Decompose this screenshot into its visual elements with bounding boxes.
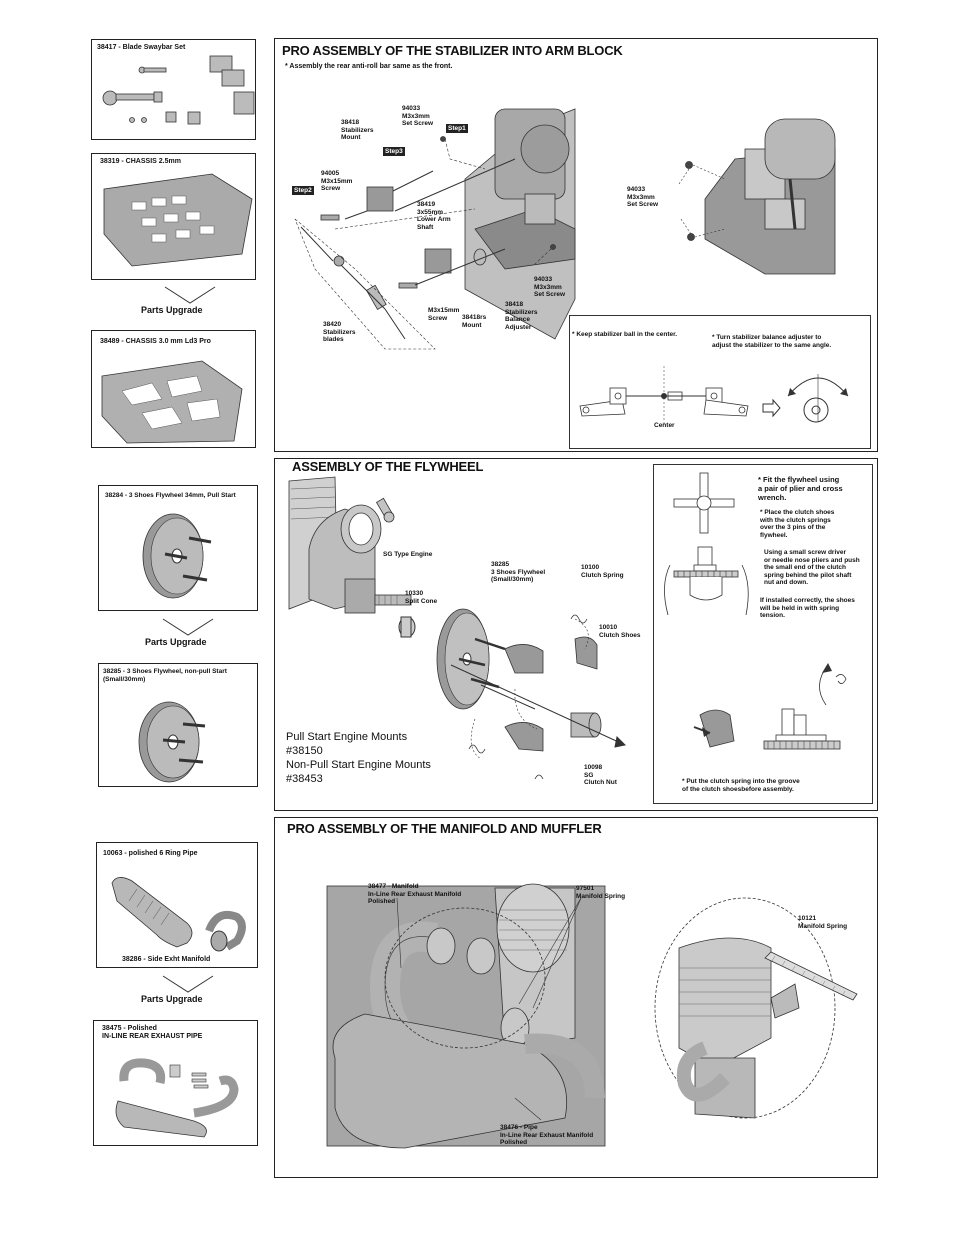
flywheel-illustration <box>288 476 627 780</box>
label-94005: 94005 M3x15mm Screw <box>321 170 353 192</box>
label-38418rs: 38418rs Mount <box>462 314 487 329</box>
stabilizer-title: PRO ASSEMBLY OF THE STABILIZER INTO ARM … <box>282 43 623 58</box>
pipe6-illustration <box>111 877 246 952</box>
step3-badge: Step3 <box>383 147 405 156</box>
turn-note: * Turn stabilizer balance adjuster to ad… <box>712 334 832 349</box>
label-38419: 38419 3x55mm Lower Arm Shaft <box>417 201 451 231</box>
chassis30-illustration <box>101 360 243 444</box>
pipe-38476-label: 38476 - Pipe In-Line Rear Exhaust Manifo… <box>500 1124 594 1146</box>
label-38418-mount: 38418 Stabilizers Mount <box>341 119 374 141</box>
chassis30-box: 38489 - CHASSIS 3.0 mm Ld3 Pro <box>91 330 256 448</box>
chassis30-label: 38489 - CHASSIS 3.0 mm Ld3 Pro <box>100 338 211 345</box>
split-cone-label: 10330 Split Cone <box>405 590 438 605</box>
swaybar-illustration <box>102 55 255 125</box>
pipe6-label: 10063 - polished 6 Ring Pipe <box>103 850 198 857</box>
inline-box: 38475 - Polished IN-LINE REAR EXHAUST PI… <box>93 1020 258 1146</box>
place-note: * Place the clutch shoes with the clutch… <box>760 509 835 539</box>
flywheel-detail-illustration <box>664 472 847 750</box>
keep-note: * Keep stabilizer ball in the center. <box>572 331 678 338</box>
manifold-38477-label: 38477 - Manifold In-Line Rear Exhaust Ma… <box>368 883 462 905</box>
label-94033-b: 94033 M3x3mm Set Screw <box>534 276 566 298</box>
swaybar-label: 38417 - Blade Swaybar Set <box>97 44 186 51</box>
label-38420: 38420 Stabilizers blades <box>323 321 356 343</box>
flywheel34-box: 38284 - 3 Shoes Flywheel 34mm, Pull Star… <box>98 485 258 611</box>
parts-upgrade-2: Parts Upgrade <box>145 637 207 647</box>
put-note: * Put the clutch spring into the groove … <box>682 778 800 793</box>
manifold-section: PRO ASSEMBLY OF THE MANIFOLD AND MUFFLER <box>274 817 878 1178</box>
manifold-illustration <box>326 883 858 1149</box>
label-94033-c: 94033 M3x3mm Set Screw <box>627 186 659 208</box>
chassis25-label: 38319 - CHASSIS 2.5mm <box>100 158 181 165</box>
clutch-nut-label: 10098 SG Clutch Nut <box>584 764 617 786</box>
spring-97501-label: 97501 Manifold Spring <box>576 885 626 900</box>
center-label: Center <box>654 422 675 429</box>
inline-label: 38475 - Polished IN-LINE REAR EXHAUST PI… <box>102 1025 203 1040</box>
fit-note: * Fit the flywheel using a pair of plier… <box>758 475 843 502</box>
using-note: Using a small screw driver or needle nos… <box>764 549 860 586</box>
sg-engine-label: SG Type Engine <box>383 551 433 558</box>
swaybar-box: 38417 - Blade Swaybar Set <box>91 39 256 140</box>
inline-illustration <box>115 1058 239 1138</box>
installed-note: If installed correctly, the shoes will b… <box>760 597 855 619</box>
stabilizer-illustration <box>294 108 836 350</box>
flywheelnp-label: 38285 - 3 Shoes Flywheel, non-pull Start… <box>103 668 227 683</box>
sidemanifold-label: 38286 - Side Exht Manifold <box>122 956 211 963</box>
step1-badge: Step1 <box>446 124 468 133</box>
flywheel-detail-box: * Fit the flywheel using a pair of plier… <box>653 464 873 804</box>
engine-mounts-text: Pull Start Engine Mounts #38150 Non-Pull… <box>286 731 431 785</box>
stabilizer-section: PRO ASSEMBLY OF THE STABILIZER INTO ARM … <box>274 38 878 452</box>
stabilizer-detail-box: * Keep stabilizer ball in the center. * … <box>569 315 871 449</box>
flywheelnp-box: 38285 - 3 Shoes Flywheel, non-pull Start… <box>98 663 258 787</box>
spring-10121-label: 10121 Manifold Spring <box>798 915 848 930</box>
label-38418-adjuster: 38418 Stabilizers Balance Adjuster <box>505 301 538 331</box>
flywheel34-illustration <box>142 513 212 599</box>
label-94033-a: 94033 M3x3mm Set Screw <box>402 105 434 127</box>
chassis25-illustration <box>103 173 253 267</box>
flywheel-section: ASSEMBLY OF THE FLYWHEEL <box>274 458 878 811</box>
clutch-spring-label: 10100 Clutch Spring <box>581 564 624 579</box>
manifold-title: PRO ASSEMBLY OF THE MANIFOLD AND MUFFLER <box>287 821 602 836</box>
pipe6-box: 10063 - polished 6 Ring Pipe 38286 - Sid… <box>96 842 258 968</box>
chassis25-box: 38319 - CHASSIS 2.5mm <box>91 153 256 280</box>
stabilizer-note: * Assembly the rear anti-roll bar same a… <box>285 63 453 70</box>
step2-badge: Step2 <box>292 186 314 195</box>
flywheel34-label: 38284 - 3 Shoes Flywheel 34mm, Pull Star… <box>105 492 236 499</box>
clutch-shoes-label: 10010 Clutch Shoes <box>599 624 641 639</box>
flywheelnp-illustration <box>138 701 206 783</box>
parts-upgrade-3: Parts Upgrade <box>141 994 203 1004</box>
label-m3x15-screw: M3x15mm Screw <box>428 307 460 322</box>
parts-upgrade-1: Parts Upgrade <box>141 305 203 315</box>
flywheel-38285-label: 38285 3 Shoes Flywheel (Small/30mm) <box>491 561 546 583</box>
flywheel-title: ASSEMBLY OF THE FLYWHEEL <box>292 459 484 474</box>
stabilizer-center-diagram <box>579 366 849 426</box>
